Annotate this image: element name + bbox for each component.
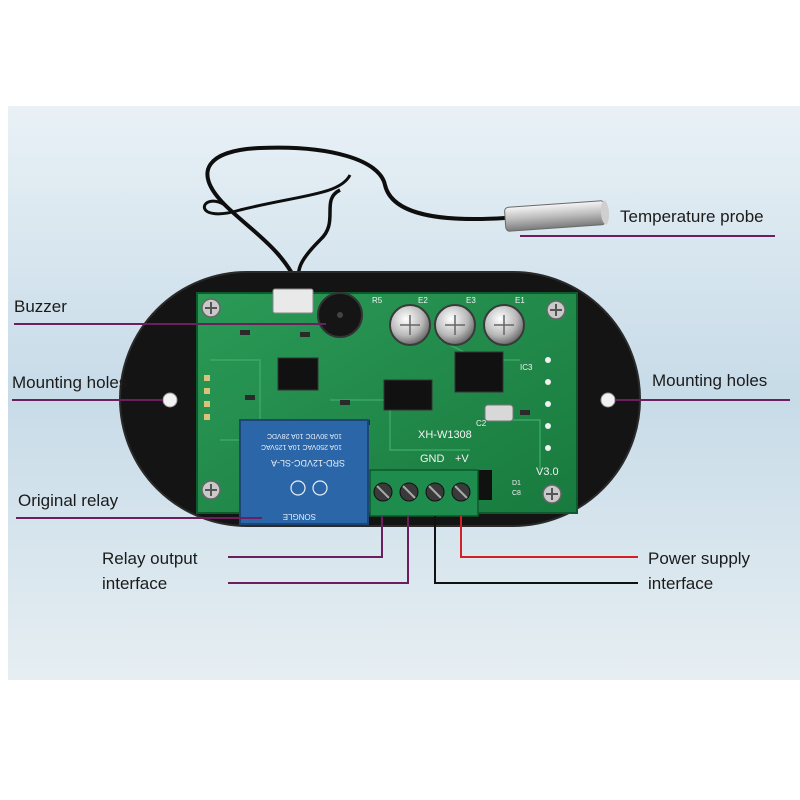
capacitor-e2	[389, 304, 431, 346]
board-model: XH-W1308	[418, 429, 472, 441]
relay-ratings-text: 10A 250VAC 10A 125VAC	[261, 443, 342, 450]
probe-cable-loop	[202, 174, 352, 216]
relay-brand-text: SONGLE	[283, 512, 316, 521]
callout-relay-output-2	[228, 516, 409, 584]
callout-power-black	[434, 516, 638, 584]
mounting-hole-right	[600, 392, 616, 408]
pin-header-left	[204, 375, 210, 420]
ic-chip-driver	[383, 379, 433, 411]
black-smd-component	[478, 470, 492, 500]
callout-lines	[12, 235, 790, 584]
temperature-probe	[504, 200, 610, 232]
label-mounting-holes-right: Mounting holes	[652, 371, 768, 390]
terminal-block	[369, 469, 479, 517]
relay: SRD-12VDC-SL-A 10A 250VAC 10A 125VAC 10A…	[239, 419, 369, 525]
relay-ratings2-text: 10A 30VDC 10A 28VDC	[267, 432, 342, 439]
label-buzzer: Buzzer	[14, 297, 67, 316]
pcb-board: E2 E3 E1 R5 IC3 C2	[196, 288, 578, 525]
capacitor-e2-label: E2	[418, 296, 428, 305]
capacitor-e1-label: E1	[515, 296, 525, 305]
label-temperature-probe: Temperature probe	[620, 207, 764, 226]
vcc-pin-label: +V	[455, 453, 469, 465]
label-power-supply-line1: Power supply	[648, 549, 751, 568]
label-relay-output-line1: Relay output	[102, 549, 198, 568]
board-version: V3.0	[536, 466, 559, 478]
ic-chip-ic3	[454, 351, 504, 393]
crystal	[484, 404, 514, 422]
capacitor-e3	[434, 304, 476, 346]
capacitor-e1	[483, 304, 525, 346]
c8-label: C8	[512, 490, 521, 497]
crystal-label: C2	[476, 419, 487, 428]
capacitor-e3-label: E3	[466, 296, 476, 305]
callout-power-red	[460, 516, 638, 558]
ic-chip-main	[277, 357, 319, 391]
ic3-label: IC3	[520, 363, 533, 372]
display-pin-holes	[545, 357, 551, 451]
probe-connector	[272, 288, 314, 314]
label-power-supply-line2: interface	[648, 574, 714, 593]
r5-label: R5	[372, 296, 383, 305]
probe-cable	[205, 145, 506, 291]
label-mounting-holes-left: Mounting holes	[12, 373, 128, 392]
mounting-hole-left	[162, 392, 178, 408]
gnd-pin-label: GND	[420, 453, 445, 465]
label-original-relay: Original relay	[18, 491, 119, 510]
label-relay-output-line2: interface	[102, 574, 168, 593]
diode-label: D1	[512, 480, 521, 487]
callout-relay-output-1	[228, 516, 383, 558]
relay-model-text: SRD-12VDC-SL-A	[271, 458, 345, 468]
